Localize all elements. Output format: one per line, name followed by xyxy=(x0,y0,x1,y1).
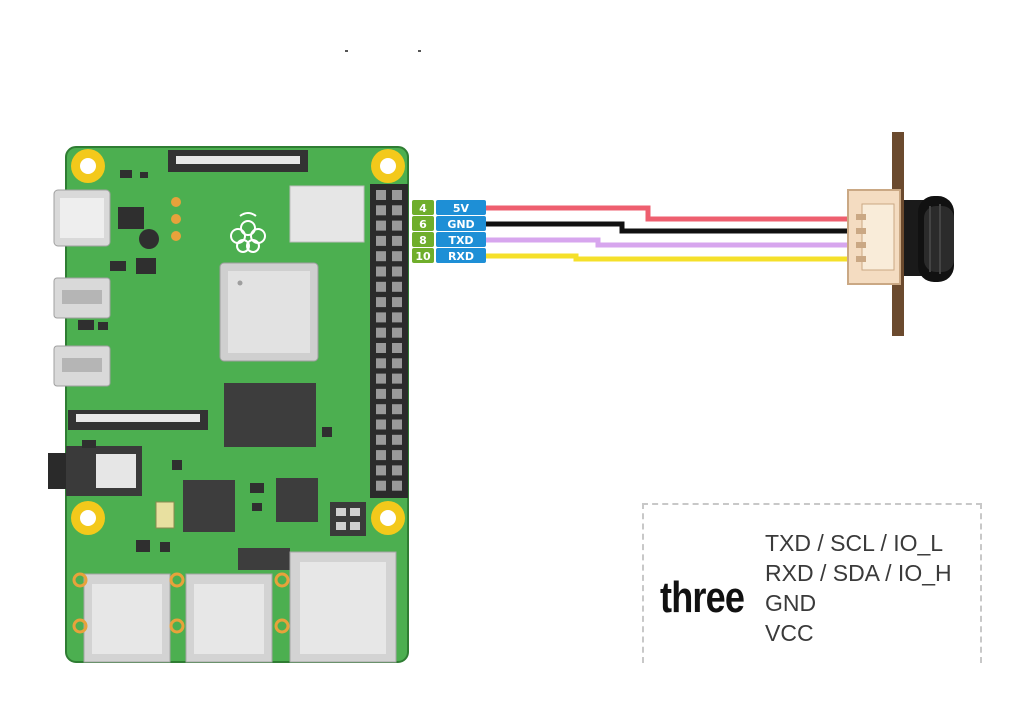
ram-chip xyxy=(224,383,316,447)
wires xyxy=(486,205,862,262)
gpio-pin xyxy=(376,358,386,369)
gpio-pin xyxy=(392,404,402,415)
gpio-pin xyxy=(376,220,386,231)
legend-line-vcc: VCC xyxy=(765,620,814,646)
usb-port xyxy=(83,573,171,663)
pin-function-label: GND xyxy=(447,218,474,231)
gpio-pin xyxy=(392,220,402,231)
gpio-pin xyxy=(392,235,402,246)
legend-line-rxd: RXD / SDA / IO_H xyxy=(765,560,952,586)
pin-number: 4 xyxy=(419,202,427,215)
pin-function-label: TXD xyxy=(448,234,473,247)
gpio-pin xyxy=(392,297,402,308)
gpio-pin xyxy=(376,465,386,476)
gpio-pin xyxy=(392,434,402,445)
gpio-pin xyxy=(392,465,402,476)
pin-label-row: 4 5V xyxy=(412,200,486,215)
pin-label-row: 8 TXD xyxy=(412,232,486,247)
pin-label-row: 6 GND xyxy=(412,216,486,231)
gpio-pin xyxy=(392,312,402,323)
legend-title: three xyxy=(660,573,745,622)
gpio-pin xyxy=(376,404,386,415)
wire-5v xyxy=(486,205,862,222)
gpio-pin xyxy=(376,190,386,200)
hdmi-port xyxy=(53,277,111,319)
mounting-hole xyxy=(71,149,105,183)
legend-box xyxy=(642,503,982,663)
wire-rxd xyxy=(486,253,862,262)
gpio-pin xyxy=(392,190,402,200)
wire-gnd xyxy=(486,221,862,234)
mounting-hole xyxy=(71,501,105,535)
gpio-pin xyxy=(376,450,386,461)
poe-header xyxy=(330,502,366,536)
usb-c-port xyxy=(53,189,111,247)
gpio-pin xyxy=(392,419,402,430)
gpio-pin xyxy=(392,327,402,338)
audio-jack xyxy=(48,446,142,496)
gpio-pin xyxy=(376,373,386,384)
cpu-chip xyxy=(219,262,319,362)
pin-function-label: RXD xyxy=(448,250,474,263)
pin-function-label: 5V xyxy=(453,202,470,215)
gpio-pin xyxy=(392,373,402,384)
hdmi-port xyxy=(53,345,111,387)
gpio-pin xyxy=(376,281,386,292)
gpio-header xyxy=(370,184,408,498)
gpio-pin xyxy=(392,281,402,292)
legend-line-txd: TXD / SCL / IO_L xyxy=(765,530,944,556)
gpio-pin xyxy=(392,388,402,399)
pin-number: 8 xyxy=(419,234,427,247)
gpio-pin xyxy=(392,358,402,369)
gpio-pin xyxy=(376,266,386,277)
gpio-pin xyxy=(392,480,402,491)
raspberry-pi-logo-icon xyxy=(230,212,266,253)
gpio-pin xyxy=(392,205,402,216)
usb-controller-chip xyxy=(183,480,235,532)
gpio-pin xyxy=(376,434,386,445)
gpio-pin xyxy=(392,450,402,461)
gpio-pin xyxy=(376,419,386,430)
gpio-pin xyxy=(376,343,386,353)
raspberry-pi-board xyxy=(48,146,409,663)
pin-labels: 4 5V 6 GND 8 TXD 10 RXD xyxy=(412,200,486,263)
gpio-pin xyxy=(376,327,386,338)
gpio-pin xyxy=(376,235,386,246)
usb-port xyxy=(185,573,273,663)
legend-line-gnd: GND xyxy=(765,590,817,616)
pin-label-row: 10 RXD xyxy=(412,248,486,263)
gpio-pin xyxy=(376,205,386,216)
gpio-pin xyxy=(376,251,386,262)
sensor-connector xyxy=(861,203,895,271)
sensor-lens xyxy=(904,196,954,282)
mounting-hole xyxy=(371,501,405,535)
wire-txd xyxy=(486,237,862,248)
gpio-pin xyxy=(376,388,386,399)
gpio-pin xyxy=(376,480,386,491)
gpio-pin xyxy=(392,343,402,353)
ethernet-port xyxy=(289,551,397,663)
mounting-hole xyxy=(371,149,405,183)
gpio-pin xyxy=(376,312,386,323)
gpio-pin xyxy=(392,266,402,277)
pin-number: 10 xyxy=(415,250,431,263)
sensor-module xyxy=(847,132,954,336)
wireless-module xyxy=(289,185,365,243)
pin-number: 6 xyxy=(419,218,427,231)
gpio-pin xyxy=(392,251,402,262)
gpio-pin xyxy=(376,297,386,308)
